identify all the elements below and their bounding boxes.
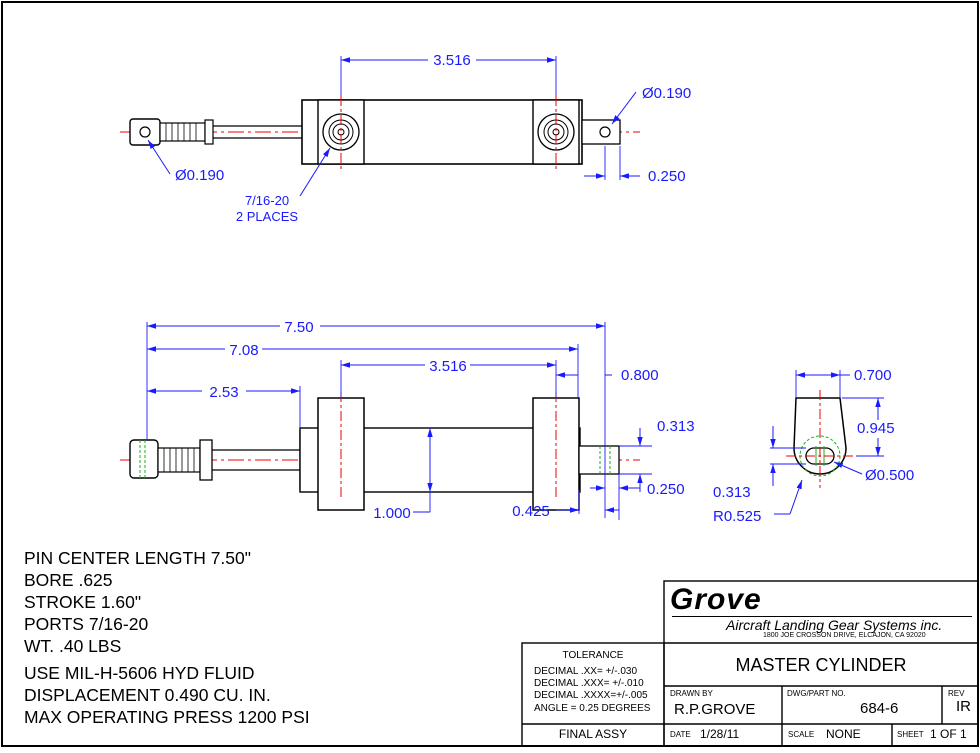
- end-dim-dia: Ø0.500: [865, 467, 914, 484]
- tolerance-title: TOLERANCE: [562, 650, 624, 661]
- company-underline: [672, 616, 972, 617]
- part-no-value: 684-6: [860, 700, 899, 717]
- part-no-label: DWG/PART NO.: [787, 689, 846, 698]
- note-line: PORTS 7/16-20: [24, 614, 149, 634]
- side-dim-overall: 7.50: [284, 319, 313, 336]
- note-line: STROKE 1.60": [24, 592, 142, 612]
- side-dim-1000: 1.000: [373, 505, 411, 522]
- side-rod-end: [129, 439, 159, 479]
- note-line: MAX OPERATING PRESS 1200 PSI: [24, 707, 310, 727]
- title-block-frame: [521, 580, 979, 747]
- note-line: DISPLACEMENT 0.490 CU. IN.: [24, 685, 271, 705]
- side-dim-0800: 0.800: [621, 367, 659, 384]
- tolerance-line: DECIMAL .XX= +/-.030: [534, 666, 638, 677]
- top-view: 3.516 Ø0.190 Ø0.190 0.250 7/16-20 2 PLAC…: [120, 52, 691, 224]
- side-dim-center-distance: 3.516: [429, 358, 467, 375]
- end-dim-width: 0.700: [854, 367, 892, 384]
- company-address: 1800 JOE CROSSON DRIVE, ELCAJON, CA 9202…: [763, 632, 926, 639]
- company-full-name: Aircraft Landing Gear Systems inc.: [726, 617, 943, 633]
- side-clevis-tang: [578, 445, 620, 475]
- top-clevis-tang: [581, 119, 621, 145]
- side-dim-0425: 0.425: [512, 503, 550, 520]
- note-line: WT. .40 LBS: [24, 636, 122, 656]
- scale-value: NONE: [826, 727, 861, 741]
- date-value: 1/28/11: [700, 727, 740, 741]
- tolerance-line: DECIMAL .XXXX=+/-.005: [534, 690, 648, 701]
- date-label: DATE: [670, 730, 691, 739]
- sheet-label: SHEET: [897, 730, 924, 739]
- drawn-by-label: DRAWN BY: [670, 689, 713, 698]
- top-rod-thread: [159, 122, 206, 142]
- top-jam-nut: [204, 119, 214, 145]
- rev-value: IR: [956, 698, 971, 715]
- note-line: PIN CENTER LENGTH 7.50": [24, 548, 251, 568]
- end-view: 0.700 0.945 Ø0.500 0.313 R0.525: [713, 367, 914, 525]
- note-line: USE MIL-H-5606 HYD FLUID: [24, 663, 255, 683]
- top-port-callout-line1: 7/16-20: [245, 193, 289, 208]
- note-line: BORE .625: [24, 570, 113, 590]
- side-rod-thread: [157, 447, 201, 473]
- rev-label: REV: [948, 689, 965, 698]
- end-dim-height: 0.945: [857, 420, 895, 437]
- end-dim-radius: R0.525: [713, 508, 761, 525]
- tolerance-line: DECIMAL .XXX= +/-.010: [534, 678, 644, 689]
- side-dim-0250: 0.250: [647, 481, 685, 498]
- side-dim-708: 7.08: [229, 342, 258, 359]
- top-dim-pin-dia-left: Ø0.190: [175, 167, 224, 184]
- drawing-title: MASTER CYLINDER: [735, 655, 907, 675]
- top-dim-center-distance: 3.516: [433, 52, 471, 69]
- top-dim-pin-dia-right: Ø0.190: [642, 85, 691, 102]
- side-view: 7.50 7.08 3.516 2.53 0.800 0.313 0.250 1…: [120, 319, 695, 522]
- top-dim-clevis-offset: 0.250: [648, 168, 686, 185]
- end-dim-0313: 0.313: [713, 484, 751, 501]
- side-dim-253: 2.53: [209, 384, 238, 401]
- drawn-by-value: R.P.GROVE: [674, 701, 756, 718]
- top-port-callout-line2: 2 PLACES: [236, 209, 298, 224]
- side-dim-0313: 0.313: [657, 418, 695, 435]
- side-jam-nut: [199, 439, 213, 481]
- tolerance-line: ANGLE = 0.25 DEGREES: [534, 703, 651, 714]
- sheet-value: 1 OF 1: [930, 727, 967, 741]
- top-rod-end: [129, 118, 161, 146]
- scale-label: SCALE: [788, 730, 815, 739]
- company-logo-text: Grove: [670, 583, 762, 616]
- assy-label: FINAL ASSY: [558, 727, 628, 741]
